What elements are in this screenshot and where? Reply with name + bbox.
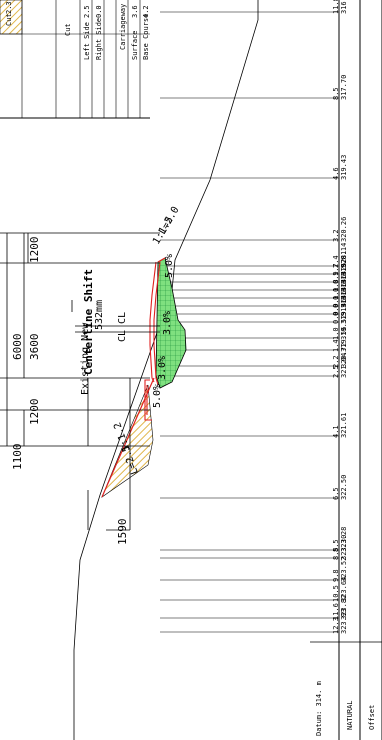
fill-slope-line xyxy=(157,257,166,263)
natural-label: NATURAL xyxy=(346,700,354,730)
legend-row-left-side: Left Side xyxy=(83,22,91,60)
slope-pct-3: 3.0% xyxy=(157,356,168,380)
slope-pct-2: 3.0% xyxy=(162,311,173,335)
slope-pct-1: 5.0% xyxy=(164,254,175,278)
table-row-offset: 0.1 xyxy=(332,295,340,308)
dim-half: 3600 xyxy=(28,334,41,361)
table-row-elevation: 322.50 xyxy=(340,475,348,500)
table-row-elevation: 319.46 xyxy=(340,291,348,316)
legend-row-left-side-value: 2.5 xyxy=(83,5,91,18)
table-rows: 316.6311.8317.708.5319.434.6320.263.2320… xyxy=(332,0,348,634)
legend-row-right-side: Right Side xyxy=(95,18,103,60)
offset-label: Offset xyxy=(368,705,376,730)
slope-pct-4: 5.0% xyxy=(152,384,163,408)
legend-row-cut: Cut xyxy=(64,23,72,36)
table-row-elevation: 321.61 xyxy=(340,413,348,438)
table-row-elevation: 319.62 xyxy=(340,259,348,284)
table-row-offset: 8.5 xyxy=(332,547,340,560)
table-row-elevation: 323.82 xyxy=(340,595,348,620)
legend-cut-label: Cut xyxy=(5,13,13,26)
table-row-offset: 9.8 xyxy=(332,569,340,582)
legend-row-carriageway: Carriageway xyxy=(119,4,127,50)
table-row-offset: 2.2 xyxy=(332,355,340,368)
legend-row-surface-value: 3.6 xyxy=(131,5,139,18)
table-row-elevation: 317.70 xyxy=(340,75,348,100)
legend-row-surface: Surface xyxy=(131,30,139,60)
table-row-offset: 0.9 xyxy=(332,271,340,284)
table-row-elevation: 319.46 xyxy=(340,275,348,300)
dim-shoulder: 1100 xyxy=(11,444,24,471)
station-lines xyxy=(160,11,339,633)
table-row-elevation: 320.14 xyxy=(340,243,348,268)
table-row-elevation: 320.72 xyxy=(340,343,348,368)
datum-label: Datum: 314. m xyxy=(315,681,323,736)
table-row-elevation: 319.43 xyxy=(340,155,348,180)
table-row-offset: 8.5 xyxy=(332,87,340,100)
legend-table: Cut 2.3 Cut Left Side 2.5 Right Side 0.0… xyxy=(0,0,150,119)
table-row-elevation: 320.26 xyxy=(340,217,348,242)
table-row-elevation: 321.04 xyxy=(340,353,348,378)
fill-area xyxy=(155,257,187,389)
table-row-offset: 0.8 xyxy=(332,279,340,292)
table-row-elevation: 323.93 xyxy=(340,609,348,634)
table-row-elevation: 323.28 xyxy=(340,527,348,552)
table-row-offset: 12.3 xyxy=(332,617,340,634)
table-row-offset: 3.2 xyxy=(332,229,340,242)
table-row-elevation: 323.52 xyxy=(340,557,348,582)
table-row-offset: 8.5 xyxy=(332,539,340,552)
table-row-elevation: 319.52 xyxy=(340,315,348,340)
table-row-offset: 1.0 xyxy=(332,327,340,340)
table-row-offset: 10.5 xyxy=(332,585,340,602)
table-row-elevation: 319.81 xyxy=(340,251,348,276)
existing-new-label: Existing New xyxy=(80,322,91,395)
table-row-elevation: 319.56 xyxy=(340,327,348,352)
table-row-offset: 4.1 xyxy=(332,425,340,438)
table-row-elevation: 319.42 xyxy=(340,267,348,292)
centerline-marks xyxy=(75,325,160,333)
legend-row-base-course: Base Course xyxy=(142,14,150,60)
dim-right-1200: 1200 xyxy=(28,237,41,264)
table-row-offset: 2.4 xyxy=(332,255,340,268)
legend-row-base-course-value: 4.2 xyxy=(142,5,150,18)
table-row-elevation: 319.46 xyxy=(340,283,348,308)
table-row-elevation: 316.63 xyxy=(340,0,348,14)
table-row-offset: 6.5 xyxy=(332,487,340,500)
table-row-offset: 0.0 xyxy=(332,311,340,324)
table-row-offset: 2.5 xyxy=(332,365,340,378)
dim-total: 6000 xyxy=(11,334,24,361)
table-row-elevation: 319.46 xyxy=(340,299,348,324)
table-row-elevation: 323.64 xyxy=(340,577,348,602)
table-row-offset: 1.4 xyxy=(332,339,340,352)
table-row-offset: 11.6 xyxy=(332,603,340,620)
table-row-offset: 1.7 xyxy=(332,263,340,276)
fill-slope-length: L=2.0 xyxy=(157,205,182,237)
table-row-offset: 11.8 xyxy=(332,0,340,14)
table-row-elevation: 323.30 xyxy=(340,535,348,560)
shift-amount: 532mm xyxy=(94,300,105,330)
dimension-lines xyxy=(0,232,160,531)
dim-left-1200: 1200 xyxy=(28,399,41,426)
table-row-offset: 0.0 xyxy=(332,303,340,316)
dim-depth: 1590 xyxy=(116,519,129,546)
table-row-offset: 0.1 xyxy=(332,287,340,300)
cl-cl-label: CL CL xyxy=(117,312,128,342)
legend-row-right-side-value: 0.0 xyxy=(95,5,103,18)
centerline-shift-label: Centerline Shift xyxy=(82,269,95,375)
legend-cut-value: 2.3 xyxy=(5,1,13,14)
table-row-offset: 4.6 xyxy=(332,167,340,180)
